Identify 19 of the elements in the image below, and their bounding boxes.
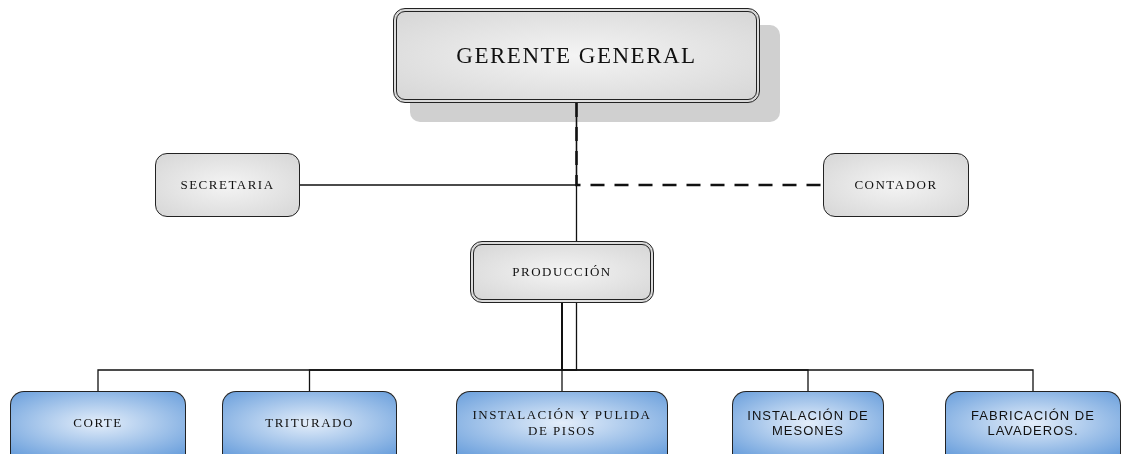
org-box — [10, 391, 186, 454]
org-box — [945, 391, 1121, 454]
org-box — [456, 391, 668, 454]
dashed-connector — [575, 103, 823, 187]
box-label: CONTADOR — [853, 177, 939, 193]
box-label: GERENTE GENERAL — [455, 42, 698, 69]
box-label: PRODUCCIÓN — [511, 264, 613, 280]
org-box — [155, 153, 300, 217]
box-label: TRITURADO — [264, 415, 355, 431]
org-box — [470, 241, 654, 303]
org-box — [393, 8, 760, 103]
box-label: SECRETARIA — [179, 177, 276, 193]
box-label: CORTE — [72, 415, 124, 431]
org-box — [732, 391, 884, 454]
org-box — [222, 391, 397, 454]
box-label: INSTALACIÓN DE MESONES — [746, 408, 870, 438]
box-label: FABRICACIÓN DE LAVADEROS. — [970, 408, 1096, 438]
org-box — [823, 153, 969, 217]
box-label: INSTALACIÓN Y PULIDA DE PISOS — [471, 407, 653, 439]
